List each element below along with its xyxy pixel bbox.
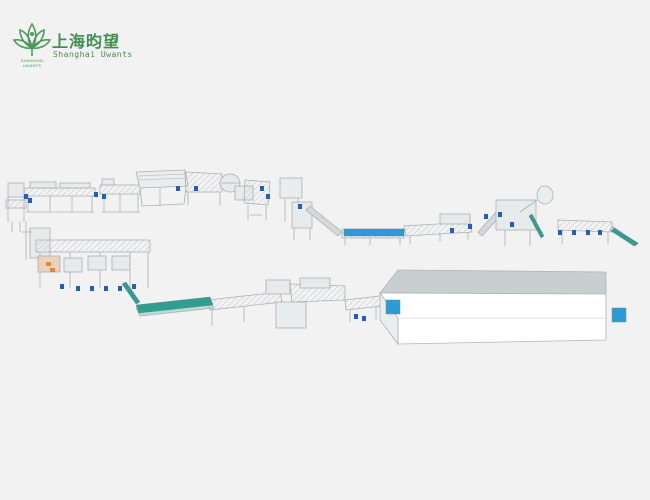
seasoning-drum [477,185,554,246]
motor-marker [450,228,454,233]
motor-marker [118,286,122,291]
washing-frame-2 [99,178,141,213]
fryer-belt [343,228,405,237]
motor-marker [362,316,366,321]
motor-marker [94,192,98,197]
motor-marker [194,186,198,191]
motor-marker [558,230,562,235]
company-logo: SHANGHAI UWANTS 上海昀望 Shanghai Uwants [12,18,192,68]
motor-marker [468,224,472,229]
motor-marker [498,212,502,217]
motor-marker [298,204,302,209]
motor-marker [510,222,514,227]
soaking-tank [135,169,189,207]
logo-mark-text: SHANGHAI UWANTS [20,58,44,68]
company-name-english: Shanghai Uwants [53,50,133,59]
packing-incline-belt [610,227,639,247]
upper-processing-line [5,169,639,247]
motor-marker [28,198,32,203]
incline-conveyor-upper [305,205,343,237]
drying-oven [379,269,607,346]
oven-exit-belt [611,307,627,323]
motor-marker [104,286,108,291]
motor-marker [260,186,264,191]
motor-marker [598,230,602,235]
motor-marker [176,186,180,191]
motor-marker [76,286,80,291]
motor-marker [266,194,270,199]
drum-incline-belt [528,213,545,239]
motor-marker [586,230,590,235]
conveyor-belts [121,213,639,323]
motor-marker [572,230,576,235]
company-name-chinese: 上海昀望 [52,32,121,51]
washing-frame-1 [23,181,96,213]
motor-marker [132,284,136,289]
lotus-logo-icon [12,22,52,56]
motor-marker [354,314,358,319]
motor-marker [102,194,106,199]
mixing-section [22,222,151,288]
oven-entry-belt [385,299,401,315]
motor-accents [24,186,602,321]
lower-incline-belt [121,281,141,305]
feeding-station [5,182,27,232]
heater-marker [46,262,51,266]
cooling-conveyor [403,213,473,244]
heater-marker [50,268,55,272]
motor-marker [484,214,488,219]
lower-teal-belt [135,296,214,314]
motor-marker [60,284,64,289]
motor-marker [24,194,28,199]
motor-marker [90,286,94,291]
